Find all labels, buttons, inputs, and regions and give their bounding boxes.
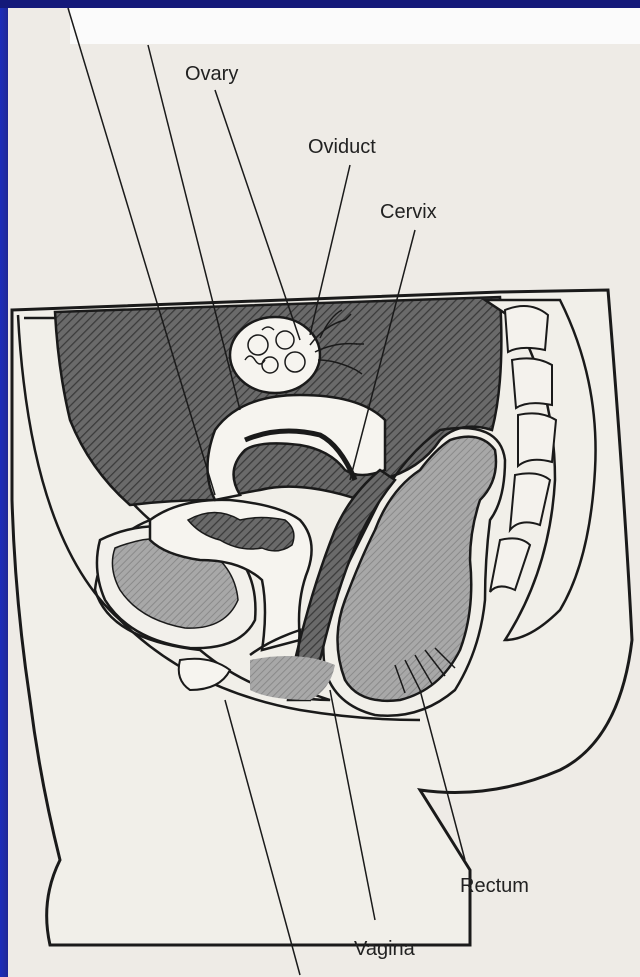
label-cervix: Cervix: [380, 201, 437, 223]
label-vagina: Vagina: [354, 938, 416, 960]
label-oviduct: Oviduct: [308, 136, 376, 158]
label-rectum: Rectum: [460, 875, 529, 897]
label-ovary: Ovary: [185, 63, 238, 85]
ovary: [230, 317, 320, 393]
